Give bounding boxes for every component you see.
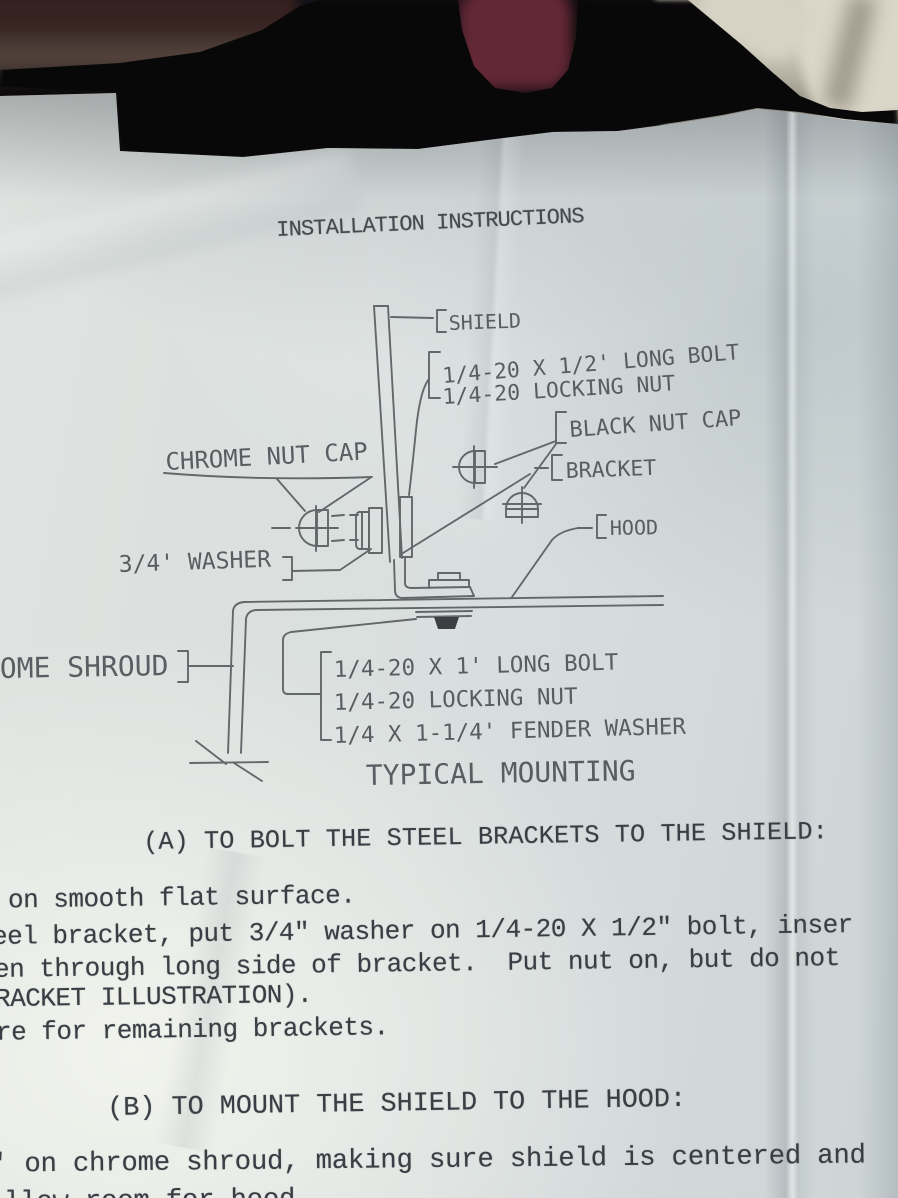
shield-leader — [390, 316, 434, 319]
hood-bolt-head — [428, 579, 470, 589]
section-a-line: re for remaining brackets. — [0, 1012, 389, 1048]
paper-shadow-right-edge — [858, 120, 898, 1198]
label-washer: 3/4' WASHER — [118, 547, 271, 578]
bracket-label-bracket — [551, 454, 563, 481]
bracket-leg-inner — [404, 557, 471, 589]
chrome-label-underline — [163, 472, 373, 480]
chrome-cap-base — [316, 509, 329, 547]
bottom-labels-bracket — [320, 651, 332, 741]
hood-top-line — [243, 595, 664, 603]
shroud-outer-line — [227, 601, 245, 754]
bolt-shaft-dash-top — [331, 514, 359, 517]
label-bracket: BRACKET — [565, 456, 656, 484]
section-b-line: llow room for hood — [4, 1184, 296, 1198]
locking-nut-side — [355, 511, 370, 550]
section-a-line: on smooth flat surface. — [7, 880, 356, 916]
chrome-leader-2 — [318, 477, 371, 513]
shroud-ground-line — [189, 761, 269, 764]
bracket-leg-outer — [393, 559, 475, 599]
shroud-hatch-2 — [233, 762, 263, 782]
bracket-plate — [399, 496, 413, 558]
shroud-inner-line — [240, 609, 257, 754]
washer-label-bracket — [282, 556, 293, 581]
black-cap-1-base — [474, 450, 486, 484]
section-a-line: RACKET ILLUSTRATION). — [0, 979, 313, 1015]
label-typical-mounting: TYPICAL MOUNTING — [366, 754, 636, 792]
washer-leader — [291, 548, 372, 572]
shroud-label-bracket — [177, 650, 189, 683]
black-cap-leader-1 — [494, 440, 557, 465]
label-fender-washer: 1/4 X 1-1/4' FENDER WASHER — [333, 714, 686, 749]
hood-label-bracket — [596, 514, 607, 539]
label-shield: SHIELD — [448, 308, 521, 335]
black-cap-leader-2 — [523, 443, 557, 489]
shield-left-line — [373, 305, 391, 563]
black-cap-2-base — [505, 508, 539, 518]
chrome-leader-1 — [276, 478, 306, 512]
locking-nut-under-hood — [434, 617, 459, 629]
bolt-shaft-dash-bottom — [331, 539, 359, 542]
label-chrome-nut-cap: CHROME NUT CAP — [165, 437, 368, 476]
shroud-hatch-1 — [195, 740, 227, 765]
label-chrome-shroud: OME SHROUD — [0, 649, 169, 685]
shield-label-bracket — [436, 309, 447, 333]
bracket-leader — [402, 473, 531, 554]
hood-bottom-line — [255, 604, 664, 611]
label-locking-nut-bottom: 1/4-20 LOCKING NUT — [333, 684, 578, 716]
bolt-labels-bracket — [428, 351, 441, 399]
paper-fold-right — [764, 110, 816, 1198]
label-black-nut-cap: BLACK NUT CAP — [569, 406, 743, 443]
washer-side — [368, 507, 383, 554]
bottom-labels-leader — [282, 618, 417, 695]
hood-leader — [511, 527, 579, 598]
hood-bolt-head-top — [437, 572, 461, 581]
bolt-label-leader — [408, 378, 430, 496]
fender-washer-line-2 — [416, 615, 472, 618]
label-bolt-one: 1/4-20 X 1' LONG BOLT — [333, 650, 619, 683]
black-cap-label-bracket — [555, 411, 567, 444]
bracket-foot-end — [469, 586, 475, 597]
label-hood: HOOD — [610, 515, 659, 540]
fender-washer-line-1 — [415, 610, 473, 613]
